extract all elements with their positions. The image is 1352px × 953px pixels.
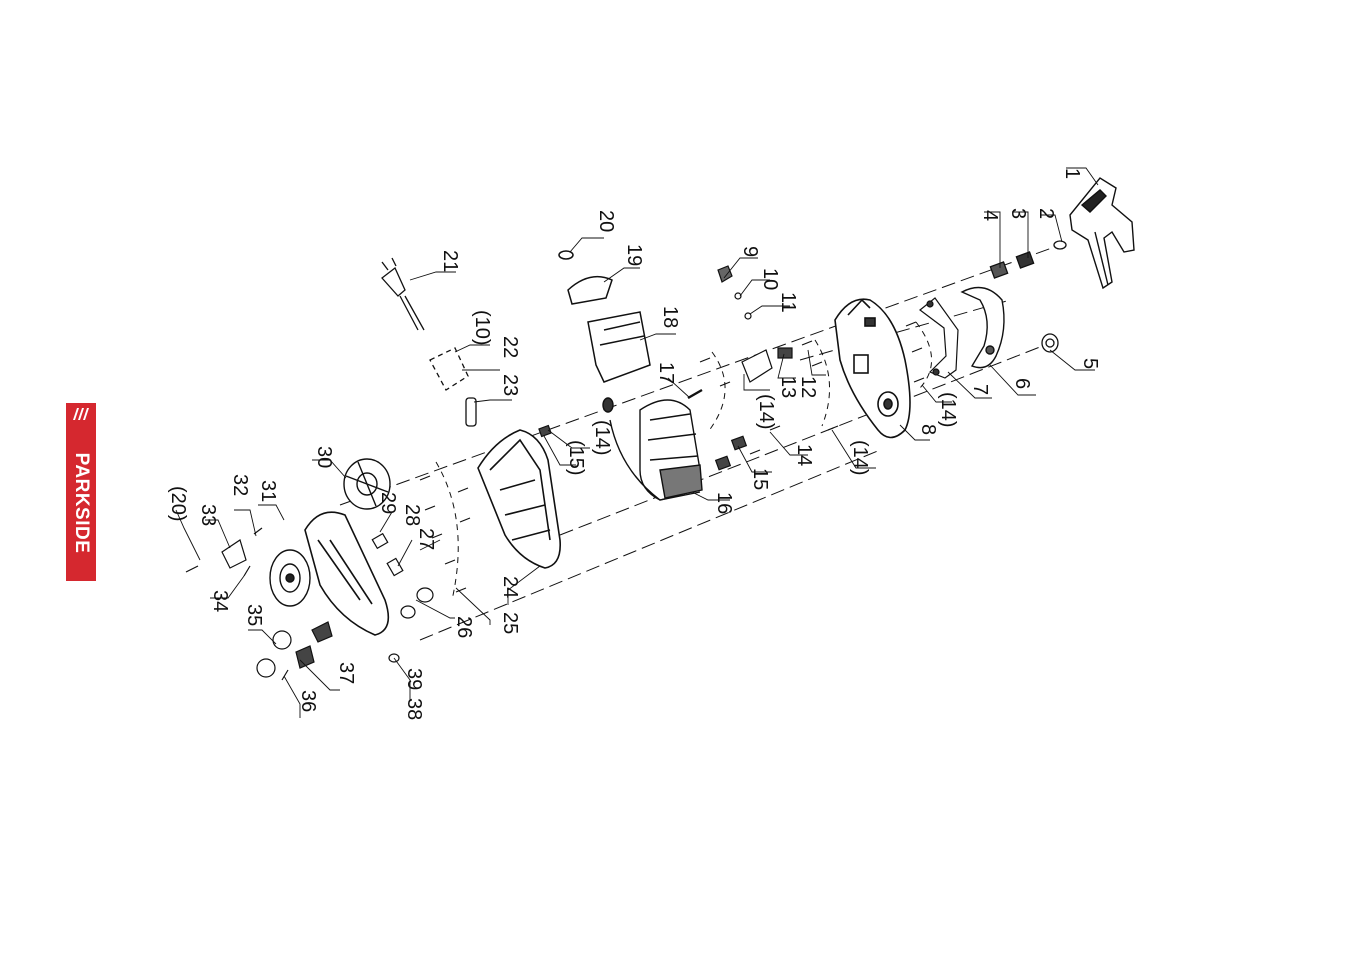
callout-27: 27 [415, 528, 437, 550]
callout-24: 24 [499, 576, 521, 598]
parkside-logo: PARKSIDE [66, 403, 96, 581]
callout-9: 9 [739, 246, 761, 257]
callout-7: 7 [969, 384, 991, 395]
callout-29: 29 [377, 492, 399, 514]
part-30-fan-wheel [269, 458, 391, 607]
callout-20b: (20) [167, 486, 189, 522]
callout-8: 8 [917, 424, 939, 435]
part-16-motor [602, 388, 703, 501]
callout-13: 13 [777, 376, 799, 398]
callout-12: 12 [797, 376, 819, 398]
part-24-main-housing [477, 429, 562, 569]
callout-14a: (14) [937, 392, 959, 428]
callout-10b: (10) [471, 310, 493, 346]
parts-31-34 [185, 527, 263, 577]
callout-16: 16 [713, 492, 735, 514]
callout-22: 22 [499, 336, 521, 358]
callout-14d: (14) [591, 420, 613, 456]
small-parts-2-5 [989, 240, 1067, 353]
parts-35-39 [256, 621, 400, 681]
callout-6: 6 [1011, 378, 1033, 389]
callout-20: 20 [595, 210, 617, 232]
callout-23: 23 [499, 374, 521, 396]
callout-15b: (15) [565, 440, 587, 476]
callout-18: 18 [659, 306, 681, 328]
callout-37: 37 [335, 662, 357, 684]
callout-15: 15 [749, 468, 771, 490]
dashed-leaders [435, 321, 933, 601]
assembly-axes [339, 244, 1061, 641]
callout-19: 19 [623, 244, 645, 266]
callout-14c: (14) [755, 394, 777, 430]
callout-14: 14 [793, 444, 815, 466]
parts-9-13-switch [717, 265, 793, 383]
callout-17: 17 [655, 362, 677, 384]
callout-33: 33 [197, 504, 219, 526]
callout-31: 31 [257, 480, 279, 502]
callout-34: 34 [209, 590, 231, 612]
part-1-handle [1069, 177, 1135, 290]
parts-26-28 [371, 532, 434, 619]
callout-14b: (14) [849, 440, 871, 476]
callout-leaders [175, 167, 1099, 718]
callout-28: 28 [401, 504, 423, 526]
part-8-housing [834, 298, 911, 439]
callout-35: 35 [243, 604, 265, 626]
callout-38: 38 [403, 698, 425, 720]
part-29-left-housing [304, 511, 390, 636]
callout-32: 32 [229, 474, 251, 496]
callout-25: 25 [499, 612, 521, 634]
callout-11: 11 [777, 292, 799, 313]
parts-18-20-cover [558, 250, 651, 383]
callout-21: 21 [439, 250, 461, 272]
part-7-bracket [919, 297, 959, 379]
callout-4: 4 [979, 210, 1001, 221]
callout-labels: 1 2 3 4 5 6 7 8 (14) (14) 9 10 11 12 13 … [167, 168, 1101, 720]
callout-3: 3 [1007, 208, 1029, 219]
callout-30: 30 [313, 446, 335, 468]
callout-26: 26 [453, 616, 475, 638]
parts-14-15 [538, 424, 748, 471]
callout-2: 2 [1035, 208, 1057, 219]
callout-36: 36 [297, 690, 319, 712]
callout-5: 5 [1079, 358, 1101, 369]
callout-10: 10 [759, 268, 781, 290]
logo-text: PARKSIDE [71, 452, 92, 554]
part-6-front-cover [960, 286, 1005, 369]
screws [419, 321, 925, 593]
logo-slash-icon [73, 408, 89, 420]
parts-21-23-cord [381, 257, 477, 427]
callout-1: 1 [1061, 168, 1083, 179]
callout-39: 39 [403, 668, 425, 690]
